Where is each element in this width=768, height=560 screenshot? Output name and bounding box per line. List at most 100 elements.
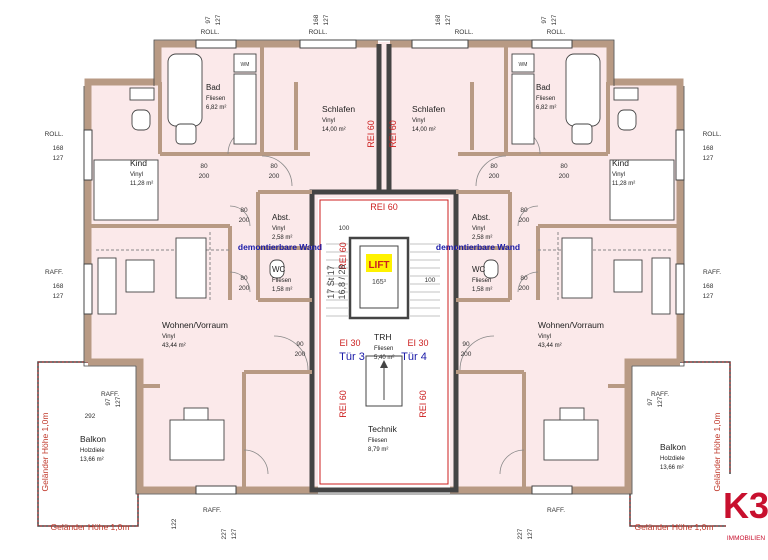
dimensions: 97 127 168 127 168 127 97 127 168 127 16…	[53, 14, 714, 539]
room-floor: Fliesen	[368, 438, 387, 444]
dim-balkon-97-l: 97	[105, 398, 112, 406]
dim-top-6: 127	[445, 14, 452, 25]
dim-left-4: 127	[53, 293, 64, 300]
k3-logo-text: IMMOBILIEN	[727, 535, 766, 542]
dim-top-1: 97	[205, 16, 212, 24]
roll-label-right: ROLL.	[703, 131, 722, 138]
railing-labels: Geländer Höhe 1,0m Geländer Höhe 1,0m Ge…	[40, 413, 722, 532]
rei60-core-top: REI 60	[370, 202, 398, 212]
room-wohnen-left: Wohnen/Vorraum Vinyl 43,44 m²	[162, 320, 228, 349]
room-area: 1,58 m²	[272, 287, 292, 293]
room-area: 11,28 m²	[130, 181, 153, 187]
room-labels: Bad Fliesen 6,82 m² Bad Fliesen 6,82 m² …	[80, 83, 686, 471]
door-3-label: Tür 3	[339, 351, 365, 363]
ei30-right: EI 30	[407, 338, 428, 348]
dim-door-2: 200	[199, 173, 210, 180]
room-abst-right: Abst. Vinyl 2,58 m²	[472, 213, 492, 241]
balcony-left	[37, 361, 139, 527]
room-name: Kind	[130, 158, 147, 168]
wm-label-left: WM	[241, 62, 250, 68]
room-name: Balkon	[660, 442, 686, 452]
room-floor: Vinyl	[272, 226, 285, 232]
stair-annotation: 17 St 17 16,8 / 28	[326, 264, 347, 299]
dim-door-4: 200	[269, 173, 280, 180]
wm-labels: WM WM	[241, 62, 528, 68]
dim-door-9: 80	[240, 207, 248, 214]
room-floor: Holzdiele	[80, 448, 105, 454]
dim-bottom-2: 127	[231, 528, 238, 539]
room-name: Wohnen/Vorraum	[538, 320, 604, 330]
dim-door-5: 80	[490, 163, 498, 170]
dim-balkon-97-r: 97	[647, 398, 654, 406]
raff-label-balkon-right: RAFF.	[651, 391, 669, 398]
dim-door-20: 200	[461, 351, 472, 358]
room-name: WC	[472, 265, 486, 274]
roll-label-left: ROLL.	[45, 131, 64, 138]
k3-logo: K3 IMMOBILIEN	[723, 474, 768, 544]
dim-left-3: 168	[53, 283, 64, 290]
dim-bottom-1: 227	[221, 528, 228, 539]
dim-door-16: 200	[519, 285, 530, 292]
room-name: WC	[272, 265, 286, 274]
ei30-left: EI 30	[339, 338, 360, 348]
room-balkon-left: Balkon Holzdiele 13,66 m²	[80, 434, 106, 463]
room-name: TRH	[374, 332, 391, 342]
roll-label-top-left: ROLL.	[201, 29, 220, 36]
room-wohnen-right: Wohnen/Vorraum Vinyl 43,44 m²	[538, 320, 604, 349]
stair-count: 17 St 17	[326, 265, 336, 299]
raff-label-left: RAFF.	[45, 269, 63, 276]
room-floor: Fliesen	[536, 96, 555, 102]
room-floor: Vinyl	[472, 226, 485, 232]
room-floor: Holzdiele	[660, 456, 685, 462]
dim-left-1: 168	[53, 145, 64, 152]
dim-balkon-292: 292	[85, 413, 96, 420]
room-name: Schlafen	[412, 104, 445, 114]
raff-label-balkon-left: RAFF.	[101, 391, 119, 398]
fire-ratings: REI 60 REI 60 REI 60 REI 60 REI 60 REI 6…	[338, 120, 429, 418]
dim-right-3: 168	[703, 283, 714, 290]
dim-door-15: 80	[520, 275, 528, 282]
room-name: Kind	[612, 158, 629, 168]
room-kind-left: Kind Vinyl 11,28 m²	[130, 158, 153, 187]
door-numbers: Tür 3 Tür 4	[339, 351, 427, 363]
dim-right-2: 127	[703, 155, 714, 162]
lift: LIFT 165³	[359, 245, 399, 309]
dim-door-8: 200	[559, 173, 570, 180]
rei60-core-left: REI 60	[338, 242, 348, 270]
raff-label-bottom-left: RAFF.	[203, 507, 221, 514]
room-name: Abst.	[272, 213, 290, 222]
railing-label-left-vertical: Geländer Höhe 1,0m	[40, 413, 50, 492]
room-floor: Vinyl	[412, 118, 425, 124]
room-bad-right: Bad Fliesen 6,82 m²	[536, 83, 556, 111]
room-area: 14,00 m²	[412, 127, 436, 133]
balcony-right	[629, 361, 731, 527]
dim-right-4: 127	[703, 293, 714, 300]
railing-label-bottom-left: Geländer Höhe 1,0m	[51, 522, 130, 532]
room-floor: Fliesen	[472, 278, 491, 284]
room-area: 43,44 m²	[538, 343, 562, 349]
room-floor: Fliesen	[206, 96, 225, 102]
dim-door-10: 200	[239, 217, 250, 224]
room-floor: Vinyl	[130, 172, 143, 178]
dim-top-7: 97	[541, 16, 548, 24]
room-schlafen-left: Schlafen Vinyl 14,00 m²	[322, 104, 355, 133]
room-area: 11,28 m²	[612, 181, 635, 187]
dim-door-13: 80	[240, 275, 248, 282]
room-floor: Vinyl	[162, 334, 175, 340]
dim-door-18: 200	[295, 351, 306, 358]
lift-dimension: 165³	[372, 279, 387, 286]
stair-ratio: 16,8 / 28	[337, 264, 347, 299]
dim-door-1: 80	[200, 163, 208, 170]
demountable-walls	[96, 232, 672, 300]
room-floor: Vinyl	[322, 118, 335, 124]
dim-door-17: 90	[296, 341, 304, 348]
demountable-label-left: demontierbare Wand	[238, 242, 322, 252]
dim-balkon-127-r: 127	[657, 396, 664, 407]
room-kind-right: Kind Vinyl 11,28 m²	[612, 158, 635, 187]
room-area: 6,82 m²	[536, 105, 556, 111]
dim-right-1: 168	[703, 145, 714, 152]
roll-label-top-mid-right: ROLL.	[455, 29, 474, 36]
dim-door-11: 80	[520, 207, 528, 214]
raff-label-right: RAFF.	[703, 269, 721, 276]
